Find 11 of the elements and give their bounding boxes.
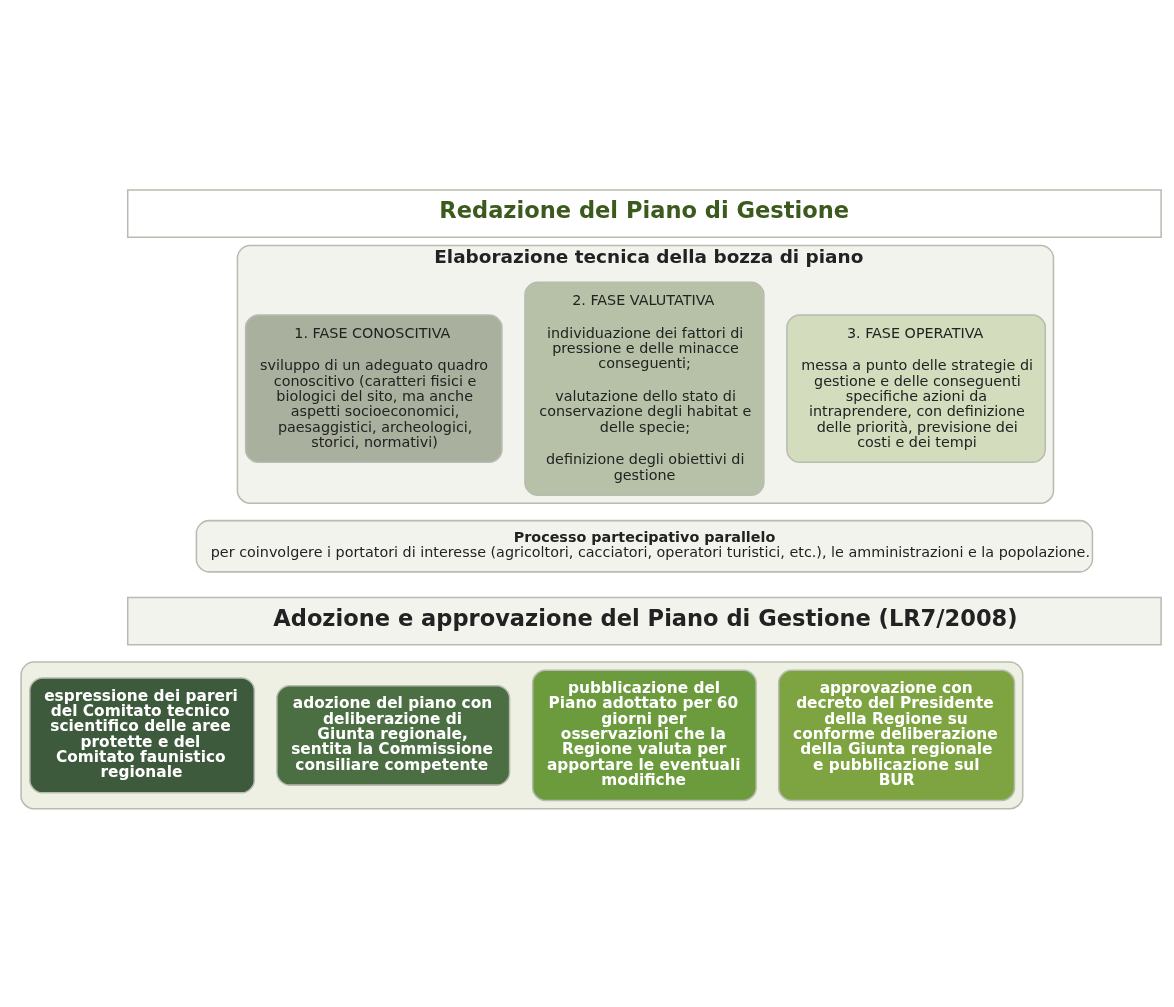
cluster [20, 661, 1024, 810]
node-box: Redazione del Piano di Gestione [126, 189, 1162, 239]
node-box: approvazione con decreto del Presidente della Regione su conforme deliberazione della Giunta regionale e pubblicazione sul BUR [777, 669, 1016, 802]
node-box: 1. FASE CONOSCITIVA sviluppo di un adeguato quadro conoscitivo (caratteri fisici e biologici del sito, ma anche aspetti socioeconomici, paesaggistici, archeologici, storici, normativi) [244, 314, 503, 464]
node-box: espressione dei pareri del Comitato tecnico scientifico delle aree protette e del Comitato faunistico regionale [29, 677, 256, 794]
node-box: pubblicazione del Piano adottato per 60 giorni per osservazioni che la Regione valuta per apportare le eventuali modifiche [531, 669, 757, 802]
node-box: 3. FASE OPERATIVA messa a punto delle strategie di gestione e delle conseguenti specifiche azioni da intraprendere, con definizione delle priorità, previsione dei costi e dei tempi [786, 314, 1047, 464]
node-box: 2. FASE VALUTATIVA individuazione dei fattori di pressione e delle minacce conseguenti; valutazione dello stato di conservazione degli habitat e delle specie; definizione degli obiettivi di gestione [524, 281, 765, 496]
node-box: Adozione e approvazione del Piano di Gestione (LR7/2008) [126, 596, 1162, 646]
node-box: adozione del piano con deliberazione di Giunta regionale, sentita la Commissione consiliare competente [276, 684, 511, 786]
node-box: Processo partecipativo parallelo per coinvolgere i portatori di interesse (agricoltori, cacciatori, operatori turistici, etc.), le amministrazioni e la popolazione. [195, 519, 1094, 573]
